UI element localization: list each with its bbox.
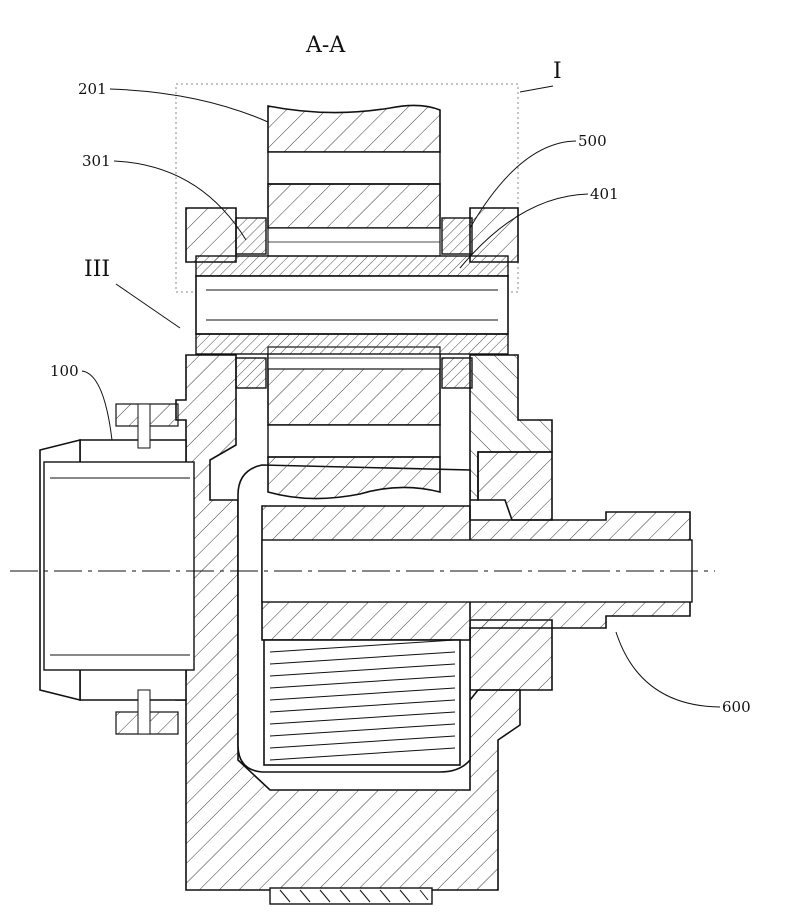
part-label-500: 500 bbox=[578, 132, 607, 150]
label-201: 201 bbox=[78, 80, 268, 122]
label-600: 600 bbox=[616, 632, 751, 716]
detail-III-mark: III bbox=[84, 257, 110, 282]
part-label-401: 401 bbox=[590, 185, 619, 203]
detail-I-mark: I bbox=[553, 59, 562, 84]
output-shaft-600 bbox=[262, 506, 692, 640]
helical-gear bbox=[264, 640, 460, 765]
pin-shaft bbox=[196, 256, 508, 354]
leader-III bbox=[116, 284, 180, 328]
detail-I-leader bbox=[520, 86, 553, 92]
label-III: III bbox=[84, 257, 180, 328]
leader-100 bbox=[82, 371, 112, 440]
input-coupling-100 bbox=[40, 404, 194, 734]
part-label-201: 201 bbox=[78, 80, 107, 98]
leader-600 bbox=[616, 632, 720, 707]
section-title: A-A bbox=[305, 33, 346, 58]
leader-201 bbox=[110, 89, 268, 122]
bottom-teeth bbox=[270, 888, 432, 904]
part-label-301: 301 bbox=[82, 152, 111, 170]
part-label-100: 100 bbox=[50, 362, 79, 380]
part-label-600: 600 bbox=[722, 698, 751, 716]
label-100: 100 bbox=[50, 362, 112, 440]
